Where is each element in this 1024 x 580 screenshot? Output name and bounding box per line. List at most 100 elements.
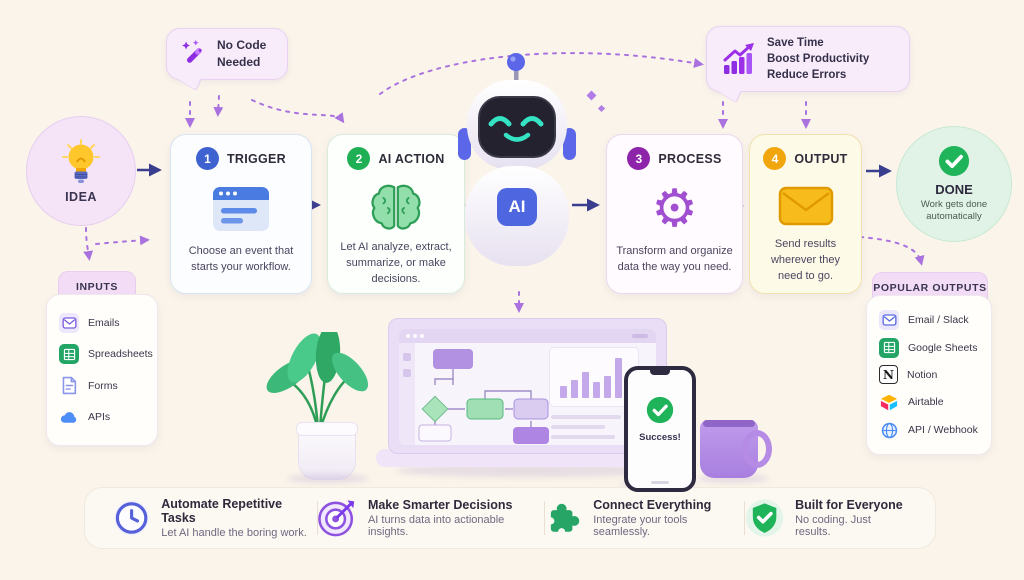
outputs-panel-title: POPULAR OUTPUTS (873, 282, 987, 294)
no-code-callout: No Code Needed (166, 28, 288, 80)
no-code-line1: No Code (217, 38, 267, 52)
feature-description: Let AI handle the boring work. (161, 527, 307, 539)
step-title: OUTPUT (794, 151, 848, 166)
list-item: N Notion (867, 365, 991, 385)
laptop-screen (399, 329, 656, 445)
phone-notch (650, 370, 670, 375)
list-item: Google Sheets (867, 337, 991, 358)
workflow-diagram-graphic (418, 349, 549, 444)
feature-connect: Connect Everything Integrate your tools … (545, 498, 744, 538)
airtable-icon (879, 392, 899, 412)
step-description: Transform and organize data the way you … (616, 245, 733, 273)
smartphone: Success! (624, 366, 696, 492)
toolbar-button-icon (403, 353, 411, 361)
globe-icon (879, 420, 899, 440)
feature-title: Connect Everything (593, 498, 712, 512)
plant-pot (296, 422, 358, 480)
spreadsheet-icon (59, 344, 79, 365)
feature-title: Make Smarter Decisions (367, 498, 513, 512)
step-title: PROCESS (658, 151, 722, 166)
cloud-icon (59, 407, 79, 427)
shield-check-icon (745, 499, 784, 537)
sparkle-icon (597, 104, 606, 113)
step-description: Send results wherever they need to go. (770, 238, 841, 283)
browser-window-icon (213, 187, 269, 231)
list-item: Airtable (867, 392, 991, 412)
mug-shadow (698, 474, 768, 483)
window-control-pill (632, 334, 648, 338)
inputs-panel-title: INPUTS (75, 281, 119, 293)
input-item-label: APIs (88, 411, 111, 424)
step-number-badge: 3 (627, 147, 651, 170)
done-subtext: Work gets done automatically (920, 198, 988, 222)
feature-description: Integrate your tools seamlessly. (593, 514, 688, 538)
benefit-line3: Reduce Errors (767, 69, 847, 82)
output-item-label: Email / Slack (908, 313, 969, 326)
feature-everyone: Built for Everyone No coding. Just resul… (745, 498, 907, 538)
placeholder-text-line (551, 425, 605, 429)
input-item-label: Emails (88, 316, 120, 329)
list-item: Spreadsheets (47, 344, 157, 365)
plant-leaves (266, 332, 369, 431)
list-item: Forms (47, 376, 157, 396)
list-item: API / Webhook (867, 420, 991, 440)
desk-shadow (396, 464, 662, 477)
placeholder-text-line (551, 435, 615, 439)
target-icon (317, 500, 354, 537)
growth-chart-icon (723, 43, 754, 75)
features-bar: Automate Repetitive Tasks Let AI handle … (84, 487, 936, 549)
app-toolbar (399, 343, 415, 445)
step-title: AI ACTION (378, 151, 445, 166)
step-title: TRIGGER (226, 151, 287, 166)
gear-icon: ⚙ (651, 179, 698, 239)
step-number-badge: 4 (763, 147, 787, 170)
list-item: Email / Slack (867, 309, 991, 330)
step-card-process: 3 PROCESS ⚙ Transform and organize data … (606, 134, 743, 294)
brain-icon (371, 184, 421, 230)
magic-wand-icon (182, 39, 202, 63)
done-node: DONE Work gets done automatically (896, 126, 1012, 242)
outputs-panel: Email / Slack Google Sheets N Notion Air… (866, 295, 992, 455)
divider (743, 501, 745, 535)
idea-label: IDEA (65, 190, 97, 204)
benefits-callout: Save Time Boost Productivity Reduce Erro… (706, 26, 910, 93)
window-titlebar (399, 329, 656, 343)
placeholder-text-line (551, 415, 621, 419)
sparkle-icon (586, 90, 597, 101)
feature-title: Built for Everyone (795, 498, 903, 512)
idea-node: IDEA (26, 116, 136, 226)
feature-decisions: Make Smarter Decisions AI turns data int… (317, 498, 544, 538)
output-item-label: Notion (907, 368, 938, 381)
feature-automate: Automate Repetitive Tasks Let AI handle … (113, 497, 317, 539)
output-item-label: API / Webhook (908, 424, 978, 437)
step-description: Choose an event that starts your workflo… (188, 245, 294, 273)
phone-home-indicator (651, 481, 669, 484)
step-number-badge: 2 (347, 147, 371, 170)
toolbar-button-icon (403, 369, 411, 377)
form-document-icon (59, 376, 79, 396)
step-card-ai-action: 2 AI ACTION Let AI analyze, extract, sum… (327, 134, 465, 294)
lightbulb-icon (62, 139, 100, 183)
window-dot-icon (420, 334, 424, 338)
step-description: Let AI analyze, extract, summarize, or m… (340, 241, 452, 285)
notion-icon: N (879, 365, 898, 385)
output-item-label: Google Sheets (908, 341, 978, 354)
step-card-trigger: 1 TRIGGER Choose an event that starts yo… (170, 134, 312, 294)
feature-description: AI turns data into actionable insights. (367, 514, 505, 538)
envelope-icon (778, 186, 833, 225)
feature-description: No coding. Just results. (795, 514, 871, 538)
benefit-line2: Boost Productivity (767, 53, 870, 66)
list-item: Emails (47, 312, 157, 333)
feature-title: Automate Repetitive Tasks (161, 497, 283, 525)
list-item: APIs (47, 407, 157, 427)
ai-badge: AI (508, 197, 526, 216)
coffee-mug (700, 420, 772, 478)
phone-status-text: Success! (639, 432, 681, 443)
divider (544, 501, 546, 535)
google-sheets-icon (879, 337, 899, 358)
window-dot-icon (406, 334, 410, 338)
envelope-icon (879, 309, 899, 330)
check-circle-icon (938, 145, 970, 176)
window-dot-icon (413, 334, 417, 338)
